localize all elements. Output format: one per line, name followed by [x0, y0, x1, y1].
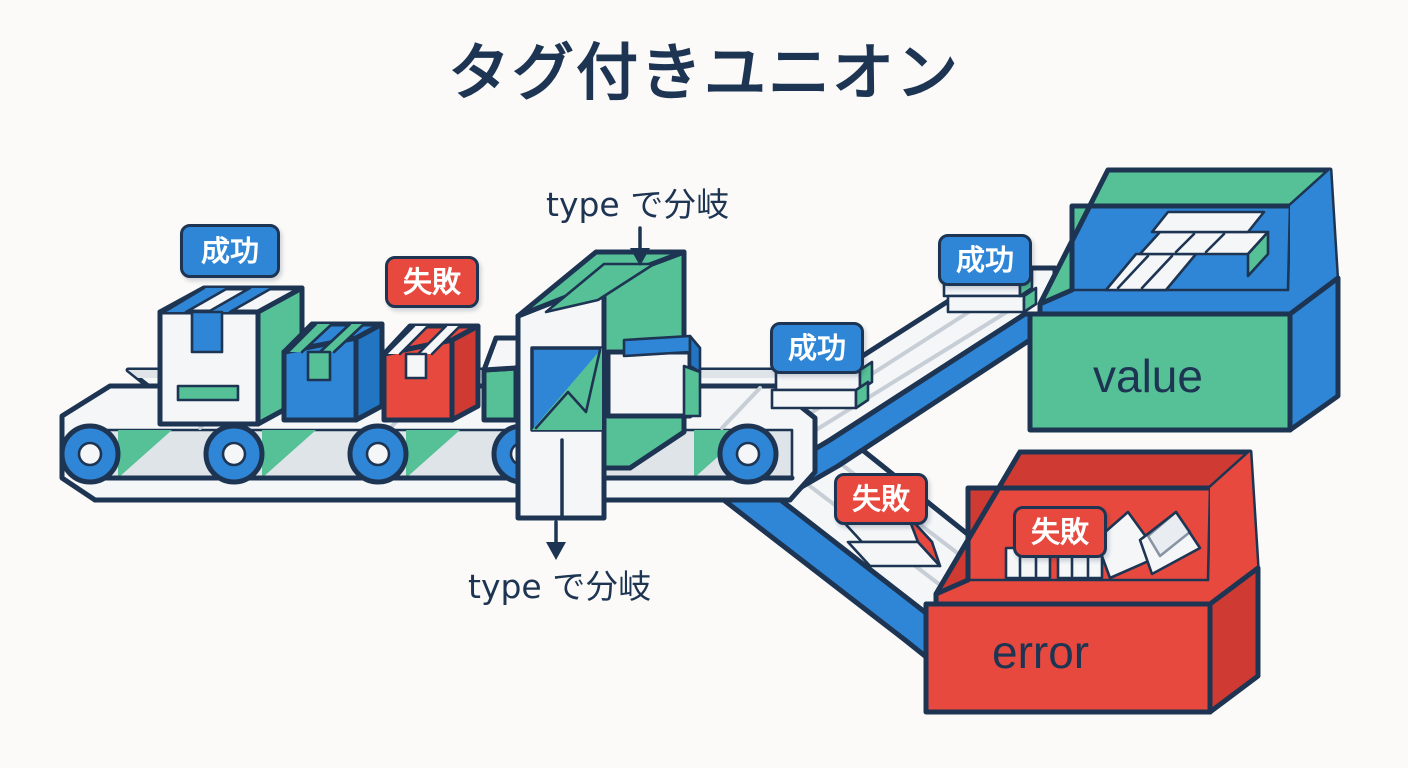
- scanner-screen: [530, 346, 604, 432]
- branch-bottom-caption: type で分岐: [468, 567, 652, 606]
- branch-bottom-arrow: [546, 520, 566, 560]
- badge-branch-failure-near: 失敗: [834, 473, 928, 525]
- error-bin: [923, 449, 1261, 715]
- package-large-white: [157, 285, 305, 427]
- branch-top-caption: type で分岐: [546, 185, 730, 224]
- branch-top-arrow: [630, 226, 650, 266]
- package-red: [381, 323, 481, 423]
- conveyor-roller: [203, 423, 265, 485]
- conveyor-roller: [347, 423, 409, 485]
- page-title: タグ付きユニオン: [447, 36, 960, 109]
- badge-bin-failure: 失敗: [1013, 506, 1107, 558]
- error-bin-label: error: [992, 626, 1090, 678]
- value-bin: [1027, 167, 1341, 433]
- badge-belt-failure: 失敗: [385, 256, 479, 308]
- badge-branch-success-far: 成功: [938, 234, 1032, 286]
- packet-stack-success-near: [770, 360, 874, 410]
- badge-belt-success: 成功: [180, 224, 280, 278]
- value-bin-contents: [1104, 210, 1270, 292]
- package-blue: [281, 321, 385, 423]
- badge-branch-success-near: 成功: [770, 322, 864, 374]
- conveyor-roller: [717, 423, 779, 485]
- conveyor-roller: [59, 423, 121, 485]
- tag-scanner: [515, 249, 702, 521]
- value-bin-label: value: [1093, 350, 1203, 402]
